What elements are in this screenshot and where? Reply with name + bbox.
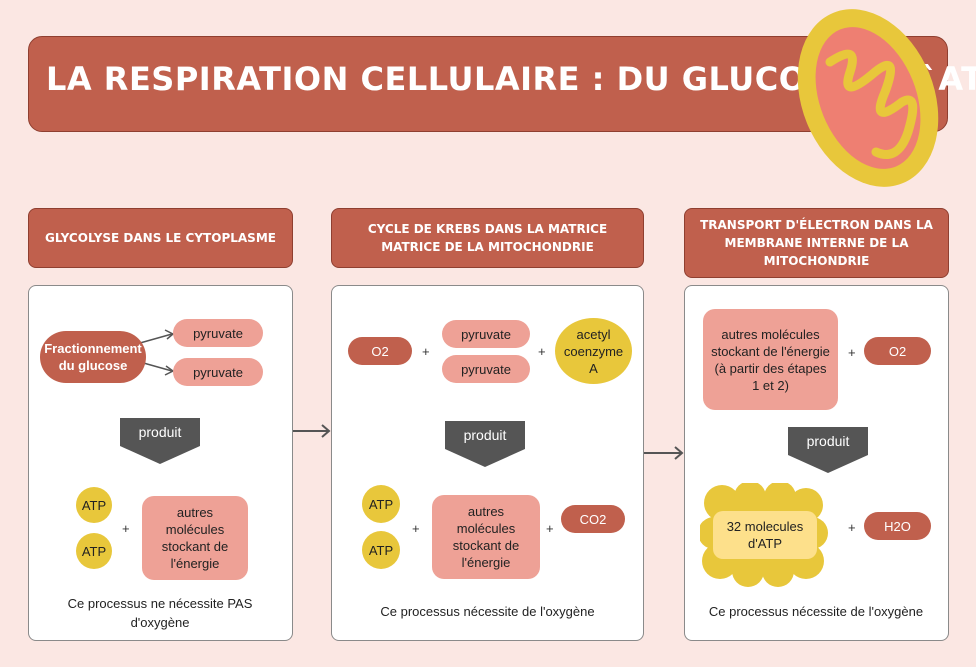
plus-sign: + — [848, 345, 856, 360]
other-molecules-2: autres molécules stockant de l'énergie — [432, 495, 540, 579]
plus-sign: + — [848, 520, 856, 535]
produit-arrow-2: produit — [445, 421, 525, 467]
o2-input: O2 — [348, 337, 412, 365]
header-transport: Transport d'électron dans la membrane in… — [684, 208, 949, 278]
o2-input-2: O2 — [864, 337, 931, 365]
acetyl-coenzyme-a: acetyl coenzyme A — [555, 318, 632, 384]
other-molecules-3: autres molécules stockant de l'énergie (… — [703, 309, 838, 410]
pyruvate-2: pyruvate — [173, 358, 263, 386]
produit-arrow-3: produit — [788, 427, 868, 473]
header-krebs: Cycle de Krebs dans la matrice matrice d… — [331, 208, 644, 268]
title-banner — [28, 36, 948, 132]
atp-3: ATP — [362, 485, 400, 523]
h2o-output: H2O — [864, 512, 931, 540]
plus-sign: + — [546, 521, 554, 536]
produit-arrow-1: produit — [120, 418, 200, 464]
co2-output: CO2 — [561, 505, 625, 533]
plus-sign: + — [412, 521, 420, 536]
atp-2: ATP — [76, 533, 112, 569]
mitochondria-icon — [797, 9, 939, 187]
note-transport: Ce processus nécessite de l'oxygène — [708, 604, 924, 619]
atp-1: ATP — [76, 487, 112, 523]
other-molecules-1: autres molécules stockant de l'énergie — [142, 496, 248, 580]
pyruvate-4: pyruvate — [442, 355, 530, 383]
plus-sign: + — [538, 344, 546, 359]
pyruvate-1: pyruvate — [173, 319, 263, 347]
note-krebs: Ce processus nécessite de l'oxygène — [380, 604, 595, 619]
atp-32-output: 32 molecules d'ATP — [713, 511, 817, 559]
plus-sign: + — [122, 521, 130, 536]
header-glycolyse: Glycolyse dans le cytoplasme — [28, 208, 293, 268]
pyruvate-3: pyruvate — [442, 320, 530, 348]
note-glycolyse: Ce processus ne nécessite PAS d'oxygène — [67, 596, 253, 630]
plus-sign: + — [422, 344, 430, 359]
atp-4: ATP — [362, 531, 400, 569]
glucose-split: Fractionnement du glucose — [40, 331, 146, 383]
